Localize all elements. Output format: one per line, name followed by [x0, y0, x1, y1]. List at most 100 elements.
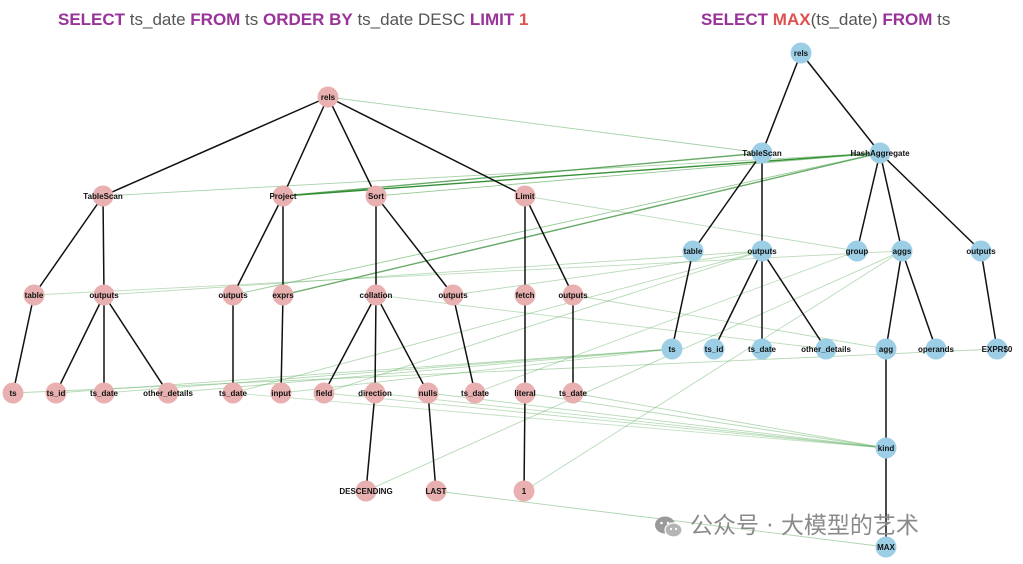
- match-edge-l-field-to-r-outputs1: [323, 250, 763, 394]
- right_tree-node-kind: kind: [875, 437, 897, 459]
- match-edge-l-other-to-r-ts: [167, 348, 673, 394]
- match-edge-l-outputs3-to-r-outputs1: [452, 250, 763, 296]
- right_tree-node-outputs2: outputs: [966, 240, 996, 262]
- left_tree-node-tablescan: TableScan: [83, 185, 123, 207]
- watermark: 公众号 · 大模型的艺术: [654, 506, 919, 540]
- left_tree-node-fetch: fetch: [514, 284, 536, 306]
- node-circle: [751, 338, 773, 360]
- node-circle: [790, 42, 812, 64]
- tree-edge-l-outputs1-to-l-other: [103, 294, 169, 394]
- node-label: ts_date: [748, 345, 777, 354]
- left_tree-node-ts-date4: ts_date: [559, 382, 588, 404]
- right_tree-node-group: group: [846, 240, 868, 262]
- kw-from: FROM: [190, 10, 241, 29]
- node-circle: [661, 338, 683, 360]
- match-edge-l-sort-to-r-hashagg: [375, 152, 881, 197]
- node-label: outputs: [966, 247, 996, 256]
- left_tree-node-exprs: exprs: [272, 284, 294, 306]
- kw-select: SELECT: [58, 10, 126, 29]
- node-circle: [92, 185, 114, 207]
- tree-edge-l-project-to-l-outputs2: [232, 195, 284, 296]
- match-edge-l-field-to-r-kind: [323, 392, 887, 449]
- kw-from: FROM: [882, 10, 933, 29]
- tree-edge-l-literal-to-l-one: [523, 392, 526, 492]
- left_tree-node-table: table: [23, 284, 45, 306]
- match-edge-l-outputs2-to-r-hashagg: [232, 152, 881, 296]
- left_tree-node-ts: ts: [2, 382, 24, 404]
- node-label: other_details: [143, 389, 193, 398]
- tree-edge-r-outputs1-to-r-other: [761, 250, 827, 350]
- match-edge-l-outputs1-to-r-outputs1: [103, 250, 763, 296]
- match-edge-l-direction-to-r-kind: [374, 392, 887, 449]
- left_tree-node-project: Project: [269, 185, 297, 207]
- node-label: ts_date: [559, 389, 588, 398]
- node-circle: [514, 284, 536, 306]
- node-label: Limit: [515, 192, 534, 201]
- node-circle: [875, 536, 897, 558]
- node-label: table: [25, 291, 44, 300]
- node-label: ts_id: [47, 389, 66, 398]
- node-circle: [23, 284, 45, 306]
- fn-max: MAX: [768, 10, 811, 29]
- node-label: DESCENDING: [339, 487, 392, 496]
- node-circle: [157, 382, 179, 404]
- node-label: LAST: [426, 487, 447, 496]
- right_tree-node-other: other_details: [801, 338, 851, 360]
- match-edge-l-literal-to-r-kind: [524, 392, 887, 449]
- left_tree-node-outputs1: outputs: [89, 284, 119, 306]
- node-circle: [751, 240, 773, 262]
- node-label: ts: [668, 345, 676, 354]
- node-circle: [514, 382, 536, 404]
- node-circle: [751, 142, 773, 164]
- right_tree-node-hashagg: HashAggregate: [850, 142, 910, 164]
- node-label: outputs: [89, 291, 119, 300]
- left_tree-node-limit: Limit: [514, 185, 536, 207]
- match-edge-l-ts-date1-to-r-ts: [103, 348, 673, 394]
- node-circle: [891, 240, 913, 262]
- tree-edge-l-nulls-to-l-last: [427, 392, 437, 492]
- tree-edge-l-rels-to-l-tablescan: [102, 96, 329, 197]
- node-label: outputs: [438, 291, 468, 300]
- tree-edge-l-limit-to-l-outputs4: [524, 195, 574, 296]
- node-label: literal: [514, 389, 535, 398]
- left_tree-node-other: other_details: [143, 382, 193, 404]
- tree-edge-l-rels-to-l-limit: [327, 96, 526, 197]
- match-edge-l-tablescan-to-r-hashagg: [102, 152, 881, 197]
- right_tree-node-table: table: [682, 240, 704, 262]
- table-name: ts: [240, 10, 263, 29]
- match-edge-l-project-to-r-tablescan: [282, 152, 763, 197]
- tree-edge-l-collation-to-l-field: [323, 294, 377, 394]
- left_tree-node-field: field: [313, 382, 335, 404]
- tree-edge-l-outputs3-to-l-ts-date3: [452, 294, 476, 394]
- tree-edge-l-table-to-l-ts: [12, 294, 35, 394]
- node-label: ts_date: [90, 389, 119, 398]
- right_tree-node-ts-date: ts_date: [748, 338, 777, 360]
- node-label: collation: [360, 291, 393, 300]
- fn-argument: (ts_date): [810, 10, 883, 29]
- match-edge-l-input-to-r-ts: [280, 348, 673, 394]
- match-edge-l-ts-date4-to-r-kind: [572, 392, 887, 449]
- right_tree-node-ts-id: ts_id: [703, 338, 725, 360]
- node-label: table: [684, 247, 703, 256]
- tree-edge-r-aggs-to-r-operands: [901, 250, 937, 350]
- node-circle: [703, 338, 725, 360]
- right_tree-node-outputs1: outputs: [747, 240, 777, 262]
- column-name: ts_date: [125, 10, 191, 29]
- node-circle: [355, 480, 377, 502]
- match-edge-l-table-to-r-aggs: [33, 250, 903, 296]
- node-circle: [317, 86, 339, 108]
- tree-edge-r-aggs-to-r-agg: [885, 250, 903, 350]
- node-label: input: [271, 389, 291, 398]
- node-label: ts: [9, 389, 17, 398]
- node-circle: [562, 382, 584, 404]
- node-circle: [425, 480, 447, 502]
- node-circle: [464, 382, 486, 404]
- match-edge-l-ts-date2-to-r-outputs1: [232, 250, 763, 394]
- node-circle: [93, 284, 115, 306]
- node-label: kind: [878, 444, 895, 453]
- left_tree-node-one: 1: [513, 480, 535, 502]
- left_tree-node-literal: literal: [514, 382, 536, 404]
- node-label: other_details: [801, 345, 851, 354]
- tree-edges: [12, 52, 998, 547]
